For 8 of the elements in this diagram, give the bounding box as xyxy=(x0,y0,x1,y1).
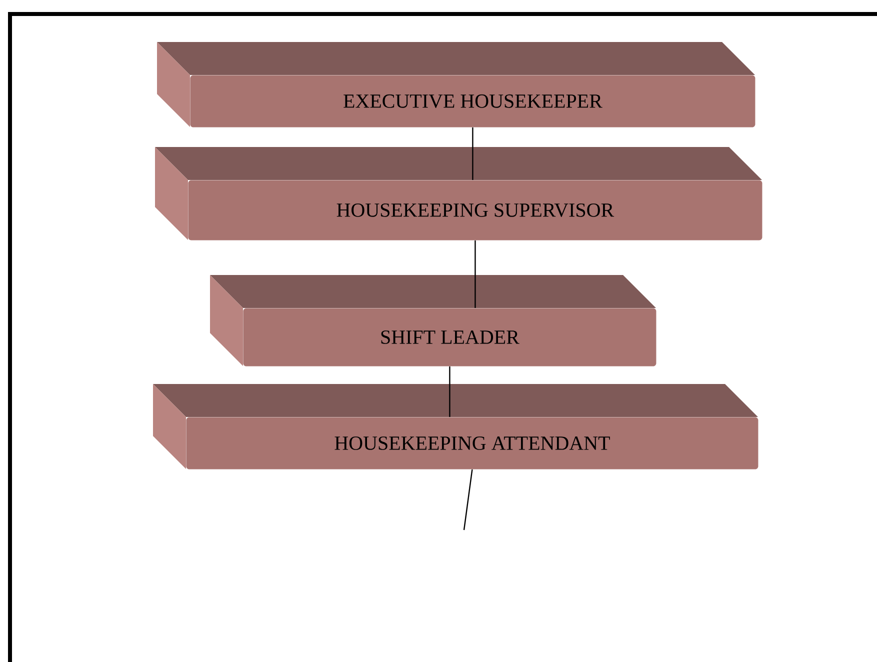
connector-line xyxy=(474,240,476,308)
connector-line xyxy=(463,469,473,530)
connector-line xyxy=(449,366,450,417)
block-box: SHIFT LEADER xyxy=(210,275,656,366)
block-box: HOUSEKEEPING ATTENDANT xyxy=(153,384,758,470)
block-box: EXECUTIVE HOUSEKEEPER xyxy=(157,42,756,128)
block-box: HOUSEKEEPING SUPERVISOR xyxy=(155,147,762,240)
connector-line xyxy=(472,127,474,180)
